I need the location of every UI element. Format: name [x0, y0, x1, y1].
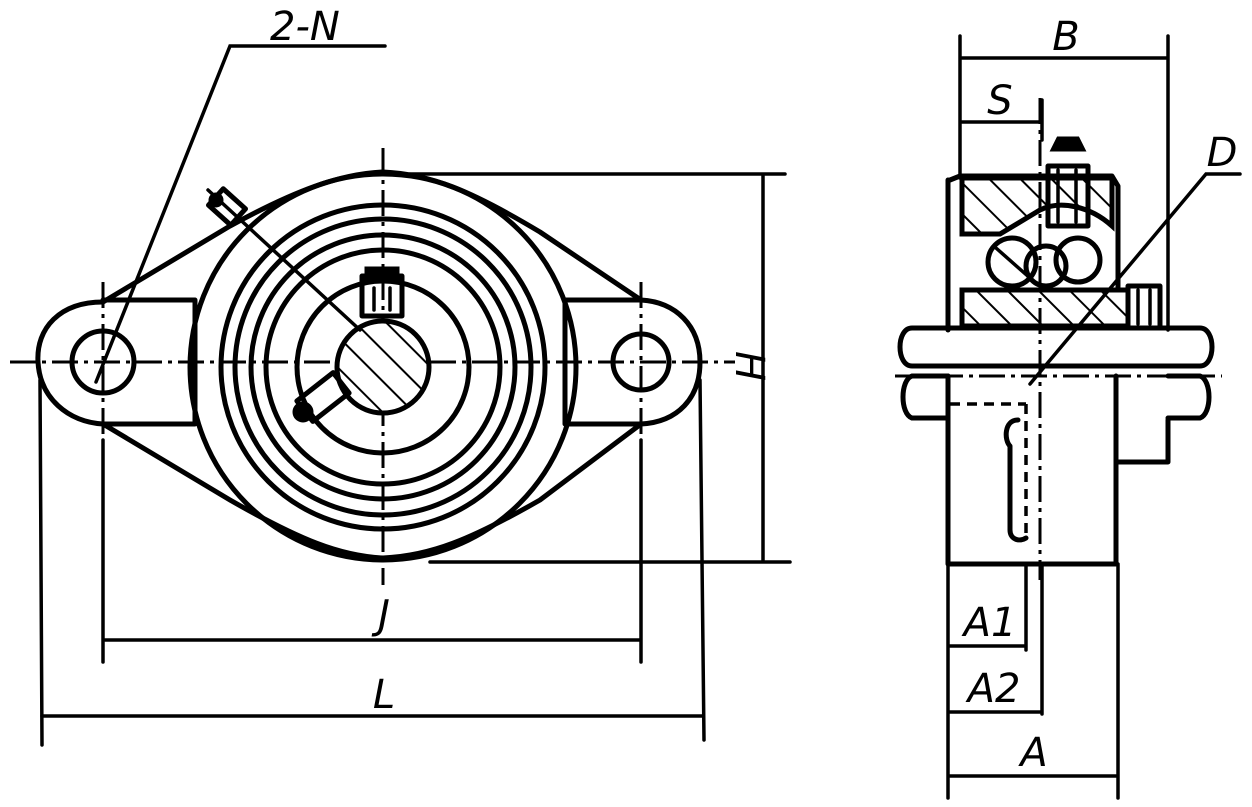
bore-leader-line — [1028, 172, 1242, 386]
side-view: B S — [895, 14, 1242, 800]
right-mounting-hole — [610, 331, 672, 393]
flange-step-right — [1113, 417, 1171, 465]
housing-ring-5 — [263, 247, 503, 487]
holes-leader-line — [94, 44, 387, 384]
length-label: L — [373, 672, 395, 718]
set-screw-side — [1125, 283, 1163, 331]
a1-label: A1 — [961, 600, 1017, 646]
holes-label: 2-N — [270, 4, 340, 50]
housing-ring-4 — [248, 232, 518, 502]
l-extension-left — [38, 378, 44, 747]
flange-rib-left — [100, 297, 198, 427]
housing-side-outline — [947, 173, 1121, 293]
shaft-section — [334, 318, 432, 416]
setscrew-offset-label: S — [987, 78, 1012, 124]
flange-rib-right — [562, 297, 644, 427]
l-extension-right — [698, 378, 706, 742]
height-label: H — [726, 351, 772, 381]
set-screw-top — [359, 266, 405, 319]
width-label: B — [1052, 14, 1079, 60]
housing-outer-ring — [187, 171, 579, 563]
grease-fitting — [205, 186, 249, 228]
grease-fitting-line — [206, 188, 362, 332]
shaft-side — [897, 325, 1215, 369]
grease-nipple — [1045, 136, 1091, 229]
shaft-lower-right — [1165, 373, 1212, 421]
housing-ring-2 — [218, 202, 548, 532]
shaft-lower — [900, 373, 951, 421]
set-screw-lower — [292, 370, 352, 424]
bolt-spacing-label: J — [371, 592, 390, 638]
a-label: A — [1017, 730, 1047, 776]
bore-label: D — [1207, 130, 1238, 176]
left-mounting-hole — [69, 328, 137, 396]
front-view: 2-N H J L — [10, 4, 792, 747]
ball-elements — [985, 235, 1103, 289]
slot-outline — [1003, 417, 1029, 543]
housing-ring-3 — [232, 216, 534, 518]
flange-body-side — [945, 373, 1119, 567]
a2-label: A2 — [965, 666, 1021, 712]
